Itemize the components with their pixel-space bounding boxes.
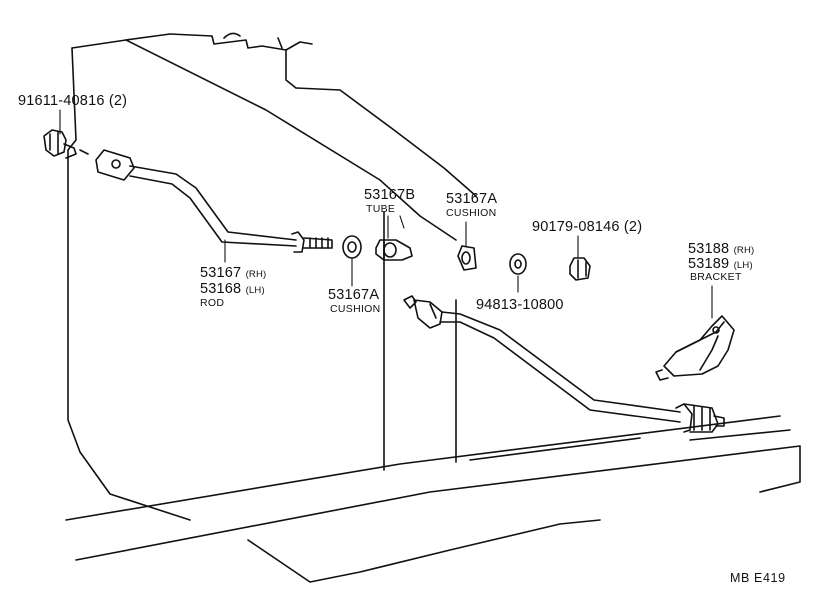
bracket-lh-side: (LH) xyxy=(733,260,753,271)
label-washer-number: 94813-10800 xyxy=(476,297,564,313)
cushion-53167A-right xyxy=(457,245,477,271)
panel-outline xyxy=(67,32,477,521)
label-cushion-left-number: 53167A xyxy=(328,287,380,303)
rod-53168-lower xyxy=(403,295,725,433)
rod-lh-number: 53168 xyxy=(200,281,242,297)
nut-90179-08146 xyxy=(569,257,591,281)
bracket-lh-number: 53189 xyxy=(688,256,730,272)
label-cushion-right-number: 53167A xyxy=(446,191,498,207)
label-cushion-left-name: CUSHION xyxy=(330,303,381,315)
label-bolt-number: 91611-40816 (2) xyxy=(18,93,128,109)
label-bracket-rh: 53188 (RH) xyxy=(688,242,754,257)
tube-53167B xyxy=(375,239,413,261)
rod-rh-side: (RH) xyxy=(245,269,267,280)
leader-lines xyxy=(59,109,713,319)
cushion-53167A-left xyxy=(342,235,362,259)
label-cushion-right-name: CUSHION xyxy=(446,207,497,219)
label-rod-rh: 53167 (RH) xyxy=(200,266,266,281)
bolt-91611-40816 xyxy=(43,129,89,159)
rod-53167 xyxy=(95,149,333,253)
label-bracket-lh: 53189 (LH) xyxy=(688,257,753,272)
label-nut-number: 90179-08146 (2) xyxy=(532,219,643,235)
label-bracket-name: BRACKET xyxy=(690,271,742,283)
frame-rails xyxy=(65,415,801,583)
figure-reference: MB E419 xyxy=(730,571,786,585)
label-tube-name: TUBE xyxy=(366,203,396,215)
label-rod-name: ROD xyxy=(200,297,225,309)
bracket-rh-side: (RH) xyxy=(733,245,755,256)
label-tube-number: 53167B xyxy=(364,187,416,203)
bracket-rh-number: 53188 xyxy=(688,241,730,257)
washer-94813-10800 xyxy=(509,253,527,275)
rod-lh-side: (LH) xyxy=(245,285,265,296)
bracket-53188 xyxy=(655,315,735,381)
rod-rh-number: 53167 xyxy=(200,265,242,281)
label-rod-lh: 53168 (LH) xyxy=(200,282,265,297)
